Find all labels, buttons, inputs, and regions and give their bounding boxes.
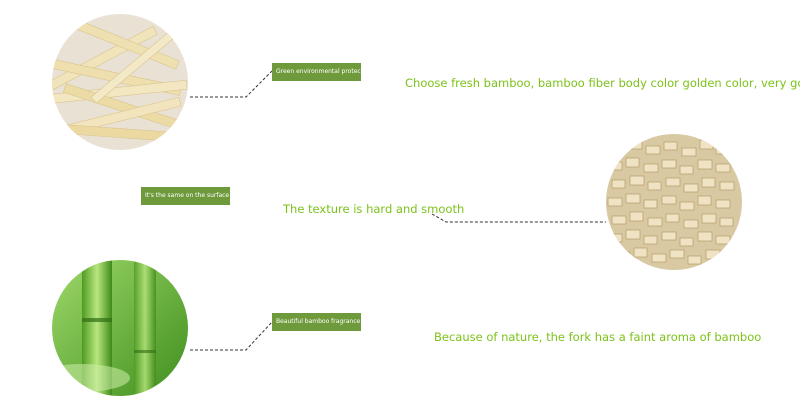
tag-same-on-surface: It's the same on the surface — [141, 187, 230, 205]
description-fresh-bamboo: Choose fresh bamboo, bamboo fiber body c… — [405, 76, 800, 90]
bamboo-bundle-photo — [606, 134, 742, 270]
connector-line-1 — [190, 70, 273, 98]
description-texture: The texture is hard and smooth — [283, 202, 465, 216]
green-bamboo-photo — [52, 260, 188, 396]
tag-green-environmental-protection: Green environmental protection — [272, 63, 361, 81]
tag-bamboo-fragrance: Beautiful bamboo fragrance — [272, 313, 361, 331]
description-aroma: Because of nature, the fork has a faint … — [434, 330, 762, 344]
bamboo-sticks-photo — [52, 14, 188, 150]
connector-line-3 — [190, 321, 273, 351]
